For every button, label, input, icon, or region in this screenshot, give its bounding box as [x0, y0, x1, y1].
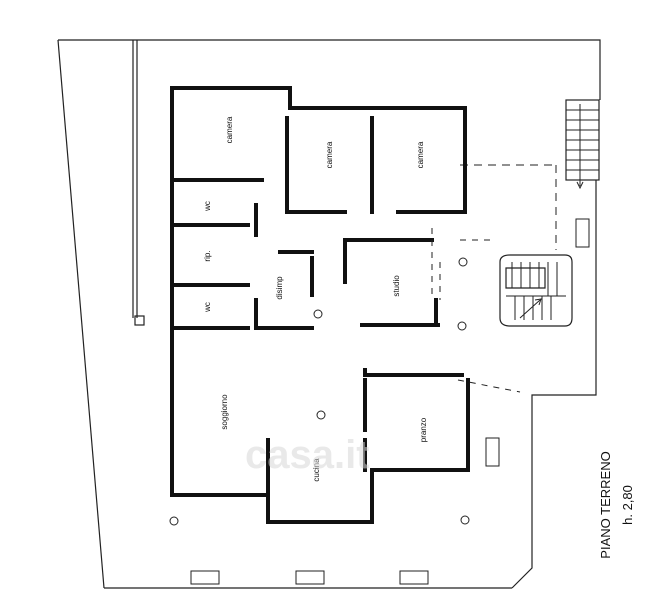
label-studio: studio — [392, 275, 401, 297]
label-wc-1: wc — [203, 201, 212, 212]
label-camera-1: camera — [225, 116, 234, 143]
floor-name: PIANO TERRENO — [598, 451, 613, 558]
label-camera-2: camera — [325, 141, 334, 168]
fence-line — [132, 40, 145, 326]
room-labels: camera camera camera wc rip. wc disimp s… — [203, 116, 428, 481]
interior-stairs — [499, 254, 573, 327]
lot-boundary — [57, 39, 601, 589]
watermark: casa.it — [245, 433, 370, 477]
exterior-stairs — [565, 99, 600, 190]
exterior-walls — [170, 86, 470, 524]
fixtures — [169, 218, 590, 585]
label-rip: rip. — [203, 250, 212, 261]
interior-walls — [170, 116, 467, 497]
door-openings — [431, 228, 521, 393]
label-pranzo: pranzo — [419, 417, 428, 442]
label-disimp: disimp — [275, 276, 284, 300]
floor-title: PIANO TERRENO h. 2,80 — [598, 451, 635, 558]
floor-height: h. 2,80 — [620, 485, 635, 525]
label-soggiorno: soggiorno — [220, 394, 229, 430]
label-wc-2: wc — [203, 302, 212, 313]
label-camera-3: camera — [416, 141, 425, 168]
label-cucina: cucina — [312, 458, 321, 482]
terrace-outline — [460, 164, 557, 250]
